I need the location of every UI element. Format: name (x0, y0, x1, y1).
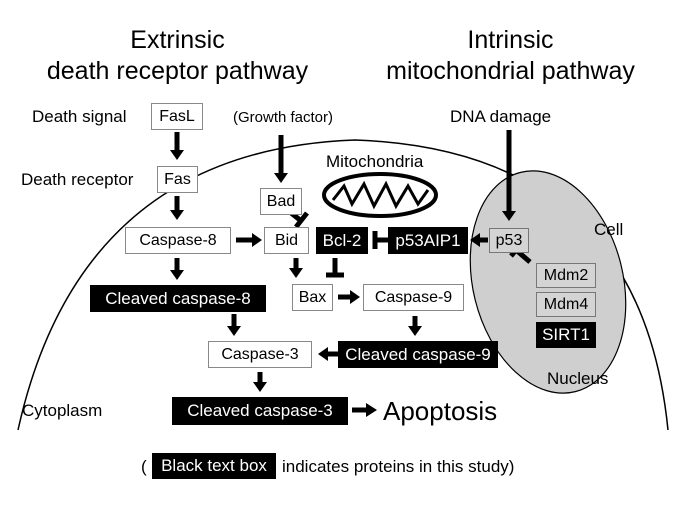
extrinsic-heading-line1: Extrinsic (130, 26, 225, 54)
node-caspase3: Caspase-3 (208, 341, 312, 368)
node-mdm2: Mdm2 (536, 263, 596, 288)
extrinsic-heading-line2: death receptor pathway (46, 57, 309, 85)
dna-damage-label: DNA damage (450, 107, 552, 126)
extrinsic-heading: Extrinsic death receptor pathway (25, 25, 330, 87)
growth-factor-label: (Growth factor) (233, 109, 334, 126)
node-mdm4: Mdm4 (536, 292, 596, 317)
cell-label: Cell (594, 220, 624, 239)
node-cleaved-caspase8: Cleaved caspase-8 (90, 285, 266, 312)
node-cleaved-caspase9: Cleaved caspase-9 (338, 341, 498, 368)
node-bad: Bad (260, 188, 302, 215)
apoptosis-label: Apoptosis (383, 396, 498, 426)
legend-black-box: Black text box (152, 453, 276, 479)
mitochondria-label: Mitochondria (326, 152, 424, 171)
cytoplasm-label: Cytoplasm (22, 401, 103, 420)
legend-open-paren: ( (141, 457, 147, 476)
node-bcl2: Bcl-2 (316, 227, 368, 254)
legend-text: indicates proteins in this study) (282, 457, 515, 476)
node-caspase8: Caspase-8 (125, 227, 231, 254)
node-fasl: FasL (151, 103, 203, 130)
mitochondrion-icon (322, 172, 438, 218)
node-caspase9: Caspase-9 (363, 284, 464, 311)
node-bax: Bax (292, 284, 333, 311)
intrinsic-heading: Intrinsic mitochondrial pathway (358, 25, 663, 87)
death-receptor-label: Death receptor (21, 170, 134, 189)
intrinsic-heading-line1: Intrinsic (467, 26, 554, 54)
node-p53: p53 (489, 228, 529, 253)
intrinsic-heading-line2: mitochondrial pathway (386, 57, 635, 85)
node-bid: Bid (264, 227, 309, 254)
nucleus-label: Nucleus (547, 369, 609, 388)
death-signal-label: Death signal (32, 107, 127, 126)
node-sirt1: SIRT1 (536, 322, 596, 348)
node-p53aip1: p53AIP1 (388, 227, 468, 254)
node-fas: Fas (157, 166, 198, 193)
node-cleaved-caspase3: Cleaved caspase-3 (172, 397, 348, 425)
